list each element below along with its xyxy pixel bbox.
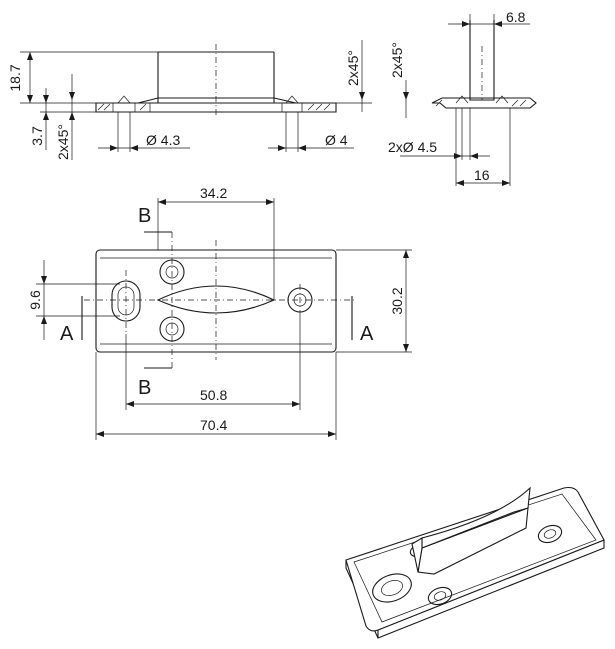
dim-hole-2x-4-5: 2xØ 4.5 bbox=[388, 139, 437, 155]
dim-16: 16 bbox=[474, 167, 490, 183]
dim-70-4: 70.4 bbox=[200, 417, 227, 433]
dim-hole-4: Ø 4 bbox=[325, 132, 348, 148]
front-view: 18.7 3.7 2x45° 2x45° Ø 4.3 Ø 4 bbox=[7, 40, 372, 160]
chamfer-left: 2x45° bbox=[55, 124, 71, 160]
dim-34-2: 34.2 bbox=[200, 185, 227, 201]
dim-50-8: 50.8 bbox=[200, 387, 227, 403]
dim-9-6: 9.6 bbox=[27, 290, 43, 310]
section-b-bottom: B bbox=[138, 377, 151, 399]
top-view: 34.2 9.6 30.2 50.8 70.4 A A bbox=[27, 185, 412, 440]
isometric-view bbox=[345, 486, 605, 639]
dim-30-2: 30.2 bbox=[389, 287, 405, 314]
dim-3-7: 3.7 bbox=[29, 126, 45, 146]
section-a-left: A bbox=[60, 323, 74, 345]
section-a-right: A bbox=[360, 323, 374, 345]
chamfer-right: 2x45° bbox=[345, 50, 361, 86]
section-b-top: B bbox=[138, 205, 151, 227]
dim-18-7: 18.7 bbox=[7, 64, 23, 91]
chamfer-side: 2x45° bbox=[389, 42, 405, 78]
dim-6-8: 6.8 bbox=[506, 9, 526, 25]
side-view: 6.8 2x45° 2xØ 4.5 16 bbox=[388, 9, 537, 186]
dim-hole-4-3: Ø 4.3 bbox=[146, 132, 180, 148]
